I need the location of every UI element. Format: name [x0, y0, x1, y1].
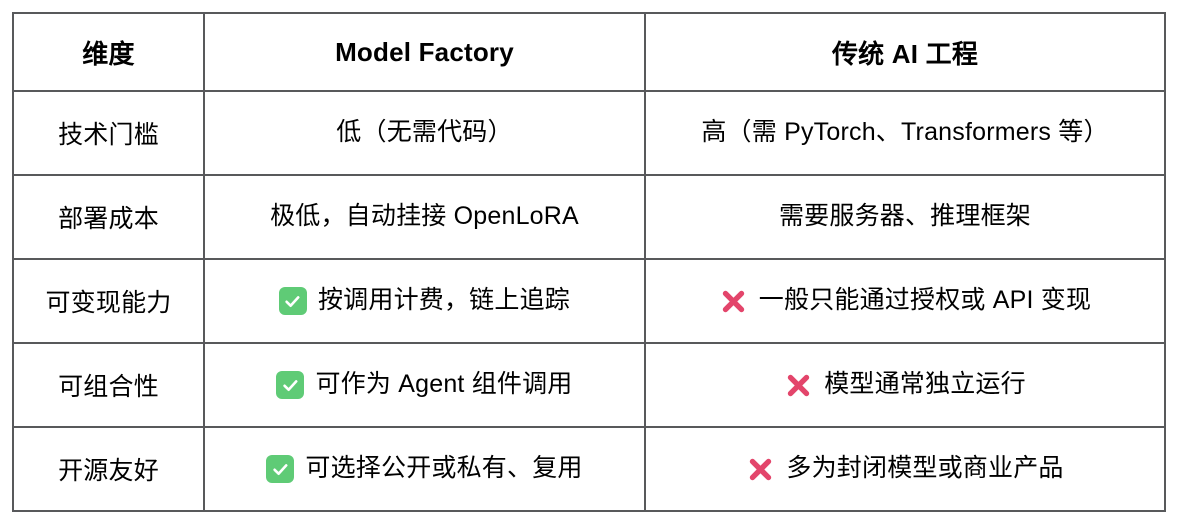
cell-text: 极低，自动挂接 OpenLoRA [270, 202, 579, 231]
cell-dimension: 开源友好 [12, 426, 205, 512]
green-check-icon [276, 371, 305, 399]
cell-dimension: 可变现能力 [12, 258, 205, 344]
cell-traditional-ai: 一般只能通过授权或 API 变现 [644, 258, 1166, 344]
table-row: 可组合性 可作为 Agent 组件调用 [12, 342, 1166, 428]
red-cross-icon [784, 371, 813, 400]
green-check-icon [278, 287, 307, 315]
cell-model-factory: 低（无需代码） [203, 90, 646, 176]
cell-text: 低（无需代码） [336, 118, 513, 147]
red-cross-icon [746, 455, 775, 484]
cell-dimension: 可组合性 [12, 342, 205, 428]
cell-text: 需要服务器、推理框架 [778, 202, 1031, 231]
cell-text: 多为封闭模型或商业产品 [786, 454, 1064, 483]
table-header: 维度 Model Factory 传统 AI 工程 [12, 12, 1166, 92]
column-header-model-factory: Model Factory [203, 12, 646, 92]
cell-text: 按调用计费，链上追踪 [317, 286, 570, 315]
cell-text: 可选择公开或私有、复用 [305, 454, 583, 483]
cell-model-factory: 可选择公开或私有、复用 [203, 426, 646, 512]
table-row: 部署成本 极低，自动挂接 OpenLoRA 需要服务器、推理框架 [12, 174, 1166, 260]
cell-traditional-ai: 模型通常独立运行 [644, 342, 1166, 428]
cell-text: 模型通常独立运行 [824, 370, 1026, 399]
cell-dimension: 部署成本 [12, 174, 205, 260]
cell-text: 一般只能通过授权或 API 变现 [758, 286, 1092, 315]
column-header-traditional-ai: 传统 AI 工程 [644, 12, 1166, 92]
column-header-dimension: 维度 [12, 12, 205, 92]
table-row: 开源友好 可选择公开或私有、复用 [12, 426, 1166, 512]
table-body: 技术门槛 低（无需代码） 高（需 PyTorch、Transformers 等）… [12, 90, 1166, 512]
green-check-icon [266, 455, 295, 483]
cell-model-factory: 可作为 Agent 组件调用 [203, 342, 646, 428]
cell-traditional-ai: 高（需 PyTorch、Transformers 等） [644, 90, 1166, 176]
cell-dimension: 技术门槛 [12, 90, 205, 176]
header-row: 维度 Model Factory 传统 AI 工程 [12, 12, 1166, 92]
cell-traditional-ai: 需要服务器、推理框架 [644, 174, 1166, 260]
cell-traditional-ai: 多为封闭模型或商业产品 [644, 426, 1166, 512]
cell-model-factory: 极低，自动挂接 OpenLoRA [203, 174, 646, 260]
table-row: 可变现能力 按调用计费，链上追踪 [12, 258, 1166, 344]
cell-text: 高（需 PyTorch、Transformers 等） [701, 118, 1109, 147]
cell-model-factory: 按调用计费，链上追踪 [203, 258, 646, 344]
table-row: 技术门槛 低（无需代码） 高（需 PyTorch、Transformers 等） [12, 90, 1166, 176]
cell-text: 可作为 Agent 组件调用 [315, 370, 573, 399]
red-cross-icon [719, 287, 748, 316]
comparison-table: 维度 Model Factory 传统 AI 工程 技术门槛 低（无需代码） 高… [12, 12, 1166, 512]
